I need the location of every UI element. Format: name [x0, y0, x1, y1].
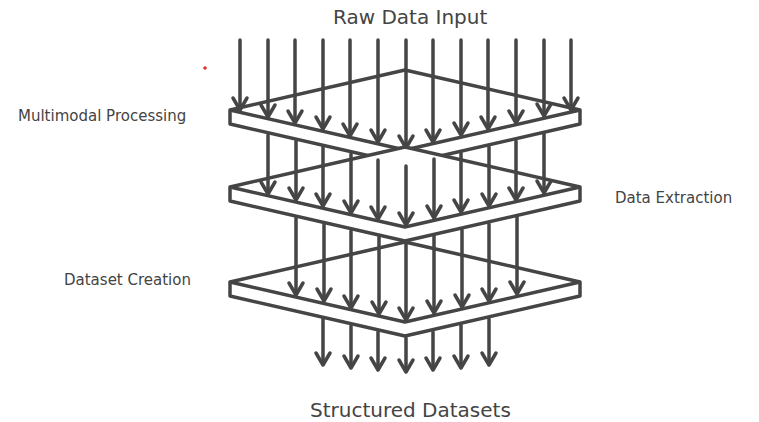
arrow-head: [372, 302, 386, 314]
flow-arrow: [487, 147, 491, 204]
flow-arrow: [432, 159, 436, 216]
flow-arrow: [321, 319, 325, 363]
arrow-head: [427, 301, 441, 313]
output-title: Structured Datasets: [310, 398, 511, 422]
flow-arrow: [460, 230, 464, 305]
arrow-head: [261, 182, 275, 194]
arrow-head: [371, 130, 385, 142]
arrow-head: [426, 358, 440, 370]
arrow-head: [426, 130, 440, 142]
arrow-head: [289, 283, 303, 295]
arrow-head: [537, 181, 551, 193]
arrow-head: [481, 117, 495, 129]
arrow-head: [537, 104, 551, 116]
arrow-head: [482, 194, 496, 206]
flow-arrow: [404, 166, 408, 223]
flow-arrow: [377, 237, 381, 312]
flow-arrow: [404, 243, 408, 318]
arrow-head: [261, 105, 275, 117]
arrow-head: [316, 117, 330, 129]
arrow-head: [344, 201, 358, 213]
flow-arrow: [404, 40, 408, 146]
arrow-head: [344, 296, 358, 308]
flow-arrow: [376, 40, 380, 140]
flow-arrow: [349, 326, 353, 366]
arrow-head: [233, 98, 247, 110]
arrow-head: [455, 295, 469, 307]
flow-arrow: [293, 40, 297, 121]
flow-arrow: [431, 40, 435, 140]
layer-plate: [230, 147, 580, 241]
flow-arrow: [348, 40, 352, 134]
flow-arrow: [321, 40, 325, 127]
arrow-head: [316, 353, 330, 365]
layer-label: Dataset Creation: [64, 271, 191, 289]
flow-arrow: [266, 135, 270, 192]
flow-arrow: [487, 319, 491, 363]
arrow-head: [482, 353, 496, 365]
flow-arrow: [569, 40, 573, 108]
flow-arrow: [432, 236, 436, 311]
flow-arrow: [542, 40, 546, 114]
flow-arrow: [294, 141, 298, 198]
arrow-head: [427, 206, 441, 218]
arrow-head: [399, 360, 413, 372]
flow-arrow: [459, 40, 463, 133]
arrow-head: [509, 111, 523, 123]
flow-arrow: [376, 332, 380, 368]
layer-plate: [230, 242, 580, 336]
arrow-head: [344, 356, 358, 368]
arrow-head: [564, 98, 578, 110]
flow-arrow: [431, 332, 435, 368]
stray-dot: [203, 66, 207, 70]
arrow-head: [289, 188, 303, 200]
layer-label: Multimodal Processing: [18, 107, 186, 125]
flow-arrow: [322, 224, 326, 299]
flow-arrow: [487, 224, 491, 299]
flow-arrow: [514, 141, 518, 198]
flow-arrow: [321, 147, 325, 204]
arrow-head: [288, 111, 302, 123]
arrow-head: [509, 188, 523, 200]
arrow-head: [454, 356, 468, 368]
flow-arrow: [542, 134, 546, 191]
input-title: Raw Data Input: [333, 5, 487, 29]
arrow-head: [399, 213, 413, 225]
flow-arrow: [294, 218, 298, 293]
flow-arrow: [459, 153, 463, 210]
flow-arrow: [349, 231, 353, 306]
flow-arrow: [404, 338, 408, 370]
arrow-head: [482, 289, 496, 301]
arrow-head: [317, 289, 331, 301]
arrow-head: [343, 124, 357, 136]
flow-arrow: [266, 40, 270, 115]
flow-arrow: [238, 40, 242, 108]
arrow-head: [399, 308, 413, 320]
flow-arrow: [459, 325, 463, 366]
flow-arrow: [515, 217, 519, 292]
arrow-head: [316, 194, 330, 206]
arrow-head: [454, 123, 468, 135]
flow-arrow: [349, 154, 353, 211]
flow-arrow: [486, 40, 490, 127]
arrow-head: [454, 200, 468, 212]
plate-stack: [230, 40, 580, 372]
arrow-head: [371, 207, 385, 219]
arrow-head: [510, 282, 524, 294]
flow-arrow: [514, 40, 518, 121]
layer-label: Data Extraction: [615, 189, 732, 207]
flow-arrow: [376, 160, 380, 217]
arrow-head: [371, 358, 385, 370]
